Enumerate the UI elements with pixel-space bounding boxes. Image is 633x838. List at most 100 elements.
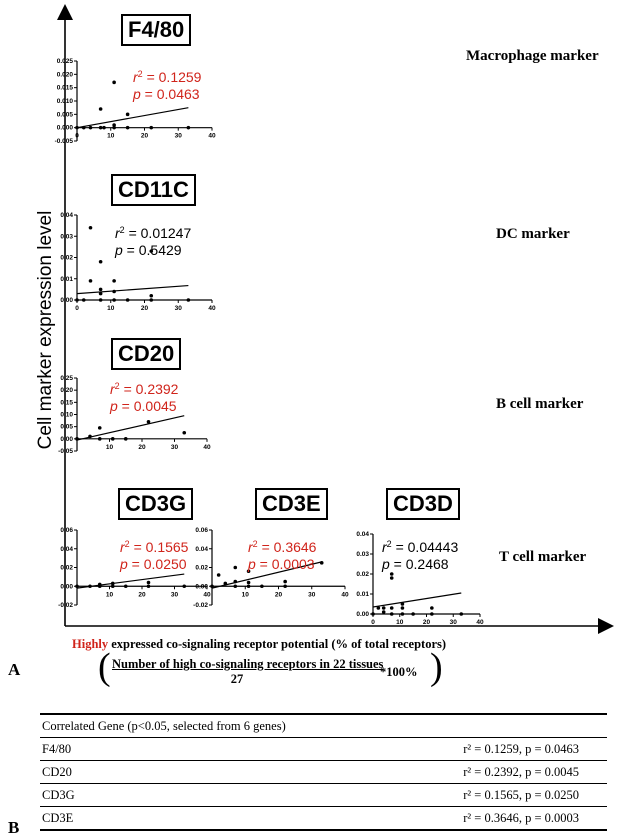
- x-tick-label: 20: [275, 591, 283, 598]
- x-tick-label: 10: [106, 444, 114, 451]
- x-tick-label: 40: [341, 591, 349, 598]
- x-tick-label: 30: [175, 133, 183, 140]
- data-point: [400, 602, 405, 606]
- panel-label-b: B: [8, 818, 20, 837]
- data-point: [98, 291, 103, 296]
- x-tick-label: 20: [141, 305, 149, 312]
- data-point: [125, 298, 130, 302]
- p-value-label: p = 0.0045: [109, 398, 177, 414]
- data-point: [97, 426, 102, 430]
- table-cell-value: r² = 0.3646, p = 0.0003: [148, 806, 607, 831]
- y-tick-label: 0.01: [60, 276, 73, 283]
- table-header: Correlated Gene (p<0.05, selected from 6…: [40, 713, 607, 738]
- data-point: [216, 573, 221, 577]
- y-tick-label: 0.000: [57, 125, 74, 132]
- x-tick-label: 40: [203, 591, 211, 598]
- table-row: F4/80 r² = 0.1259, p = 0.0463: [40, 737, 607, 761]
- data-point: [88, 125, 93, 130]
- y-tick-label: 0.06: [195, 527, 208, 534]
- gene-title-cd20: CD20: [111, 338, 182, 370]
- data-point: [75, 584, 79, 589]
- data-point: [110, 437, 115, 441]
- gene-title-cd3e: CD3E: [255, 488, 328, 520]
- y-tick-label: 0.005: [57, 111, 74, 118]
- table-cell-gene: F4/80: [40, 737, 149, 761]
- data-point: [283, 579, 287, 584]
- y-tick-label: 0.04: [356, 531, 369, 538]
- data-point: [182, 430, 187, 435]
- r-squared-label: r2 = 0.3646: [248, 539, 317, 555]
- data-point: [411, 612, 415, 616]
- y-tick-label: 0.02: [195, 565, 208, 572]
- right-paren: ): [430, 646, 443, 688]
- marker-label-dc: DC marker: [496, 226, 570, 242]
- p-value-label: p = 0.0003: [247, 556, 315, 572]
- x-tick-label: 30: [308, 591, 316, 598]
- data-point: [430, 612, 434, 616]
- x-tick-label: 30: [450, 619, 458, 626]
- gene-title-f480: F4/80: [121, 14, 192, 46]
- data-point: [112, 279, 116, 283]
- data-point: [75, 437, 79, 441]
- data-point: [233, 565, 238, 570]
- y-tick-label: 0.01: [356, 591, 369, 598]
- data-point: [246, 569, 251, 574]
- data-point: [246, 580, 251, 585]
- x-tick-label: 0: [371, 619, 375, 626]
- y-tick-label: 0.05: [60, 424, 73, 431]
- data-point: [389, 606, 394, 610]
- x-axis-label-rest: expressed co-signaling receptor potentia…: [108, 637, 447, 651]
- formula-denominator: 27: [230, 672, 244, 686]
- y-tick-label: 0.20: [60, 387, 73, 394]
- r-squared-label: r2 = 0.04443: [382, 539, 458, 555]
- y-tick-label: 0.25: [60, 375, 73, 382]
- table-cell-value: r² = 0.2392, p = 0.0045: [148, 760, 607, 784]
- x-axis-label: Highly expressed co-signaling receptor p…: [72, 637, 446, 652]
- table-row: CD3E r² = 0.3646, p = 0.0003: [40, 806, 607, 831]
- x-tick-label: 40: [203, 444, 211, 451]
- data-point: [88, 279, 93, 283]
- data-point: [182, 584, 187, 589]
- data-point: [98, 287, 103, 292]
- y-tick-label: 0.00: [356, 611, 369, 618]
- p-value-label: p = 0.2468: [381, 556, 449, 572]
- y-tick-label: 0.03: [356, 551, 369, 558]
- data-point: [246, 584, 251, 589]
- data-point: [98, 298, 103, 302]
- data-point: [319, 561, 324, 565]
- y-tick-label: 0.02: [356, 571, 369, 578]
- x-tick-label: 30: [171, 591, 179, 598]
- p-value-label: p = 0.0250: [119, 556, 187, 572]
- p-value-label: p = 0.0463: [132, 86, 200, 102]
- data-point: [123, 584, 128, 589]
- data-point: [88, 225, 93, 230]
- table-cell-value: r² = 0.1259, p = 0.0463: [148, 737, 607, 761]
- data-point: [400, 606, 405, 610]
- r-squared-label: r2 = 0.01247: [115, 225, 191, 241]
- data-point: [233, 584, 238, 589]
- gene-title-cd3g: CD3G: [118, 488, 194, 520]
- panel-label-a: A: [8, 660, 21, 679]
- x-tick-label: 0: [75, 305, 79, 312]
- marker-label-tcell: T cell marker: [499, 549, 587, 565]
- data-point: [125, 112, 130, 117]
- x-tick-label: 30: [171, 444, 179, 451]
- data-point: [146, 420, 151, 424]
- data-point: [110, 581, 115, 586]
- table-cell-gene: CD3G: [40, 783, 149, 807]
- data-point: [283, 584, 287, 589]
- y-tick-label: 0.15: [60, 399, 73, 406]
- data-point: [376, 606, 381, 610]
- r-squared-label: r2 = 0.1565: [120, 539, 189, 555]
- y-tick-label: -0.05: [58, 448, 73, 455]
- data-point: [149, 249, 154, 253]
- data-point: [110, 584, 115, 589]
- x-tick-label: 40: [208, 133, 216, 140]
- data-point: [186, 298, 191, 302]
- data-point: [149, 298, 154, 302]
